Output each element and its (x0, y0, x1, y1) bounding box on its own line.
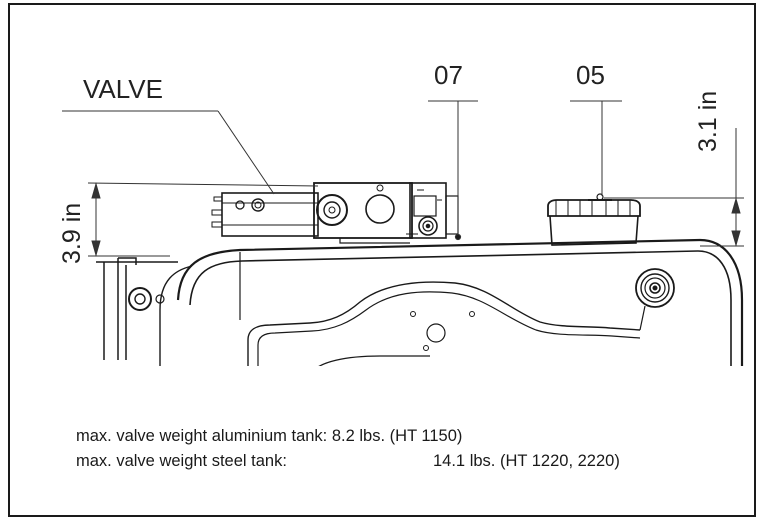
note-steel-weight: 14.1 lbs. (HT 1220, 2220) (433, 452, 620, 470)
leader-07 (428, 100, 478, 241)
part-07-label: 07 (434, 60, 463, 90)
fitting-right (635, 268, 675, 331)
valve-assembly (211, 182, 459, 244)
drawing-frame (8, 3, 756, 517)
valve-leader (62, 110, 275, 195)
cap-part-05 (547, 193, 641, 246)
left-bracket (96, 257, 178, 360)
part-05-label: 05 (576, 60, 605, 90)
dimension-right (604, 128, 744, 247)
note-aluminium-weight: 8.2 lbs. (HT 1150) (331, 427, 463, 445)
tank-body (159, 238, 744, 366)
dimension-right-label: 3.1 in (694, 91, 722, 152)
note-aluminium: max. valve weight aluminium tank: 8.2 lb… (76, 427, 462, 446)
dimension-left (87, 182, 319, 257)
note-steel-label: max. valve weight steel tank: (76, 452, 287, 470)
dimension-left-label: 3.9 in (58, 203, 86, 264)
note-aluminium-label: max. valve weight aluminium tank: (76, 427, 328, 445)
valve-label: VALVE (83, 74, 163, 104)
note-steel: max. valve weight steel tank: 14.1 lbs. (… (76, 452, 620, 471)
leader-05 (570, 100, 622, 196)
